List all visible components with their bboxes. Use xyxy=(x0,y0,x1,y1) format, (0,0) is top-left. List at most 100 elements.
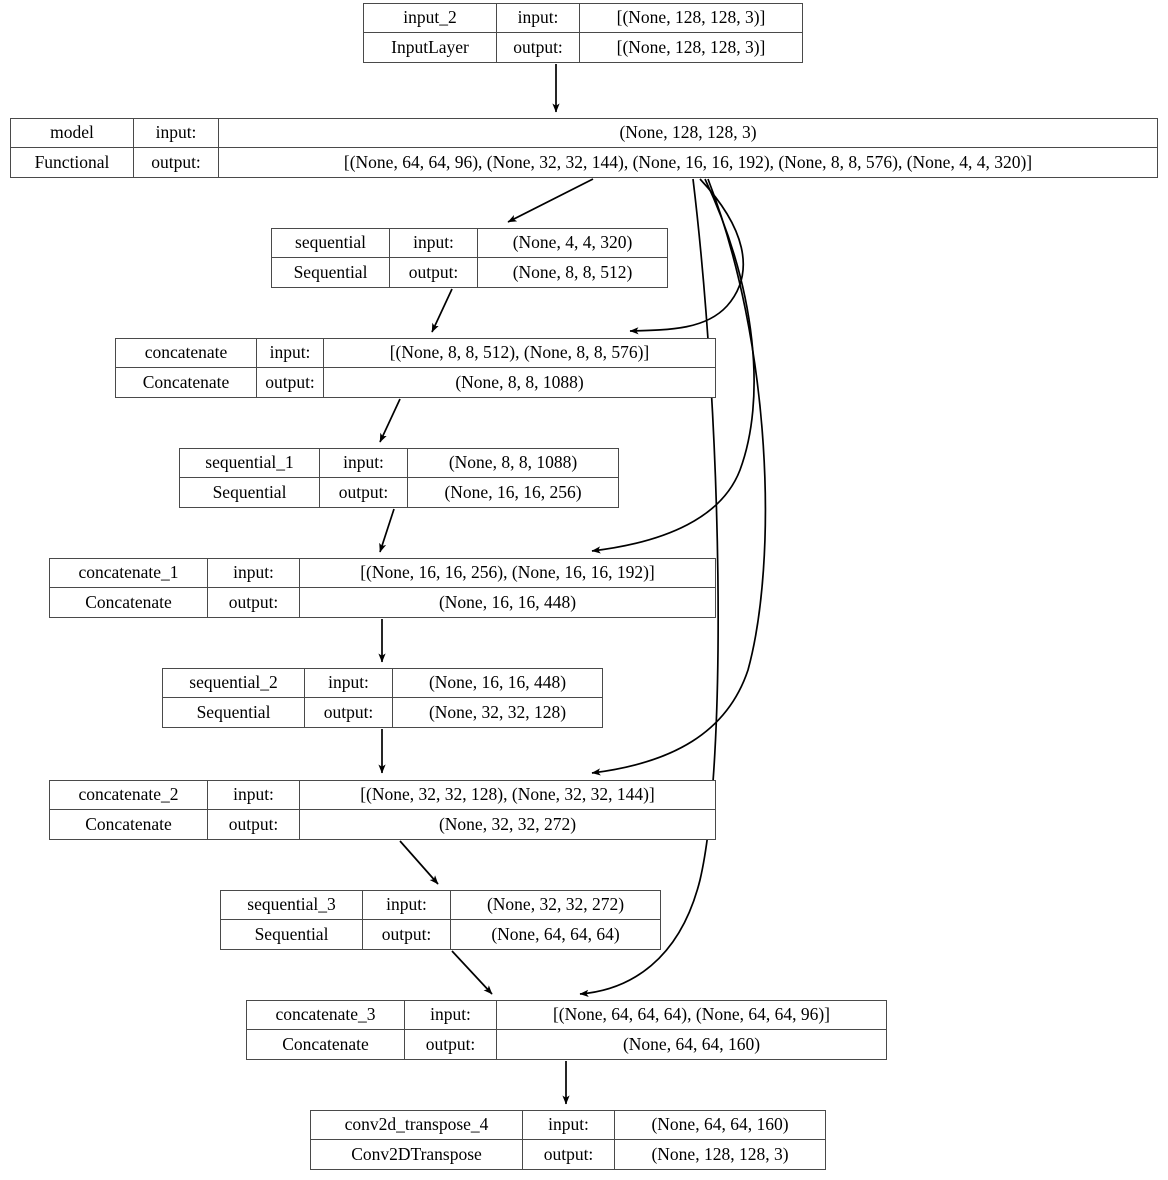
node-output-shape: (None, 16, 16, 256) xyxy=(444,481,582,502)
node-input-label: input: xyxy=(497,4,580,32)
edge-sequential3-to-concat3 xyxy=(451,950,493,995)
node-layer-type: Sequential xyxy=(272,258,390,287)
node-input-shape: (None, 4, 4, 320) xyxy=(512,232,633,253)
node-layer-type: Concatenate xyxy=(50,810,208,839)
node-layer-name: sequential_2 xyxy=(163,669,305,697)
node-row-output: Concatenate output: (None, 8, 8, 1088) xyxy=(116,368,715,397)
node-row-input: sequential_2 input: (None, 16, 16, 448) xyxy=(163,669,602,698)
node-layer-name: model xyxy=(11,119,134,147)
node-layer-name: sequential_1 xyxy=(180,449,320,477)
node-output-shape: (None, 64, 64, 160) xyxy=(622,1033,761,1054)
node-output-shape: [(None, 128, 128, 3)] xyxy=(616,36,766,57)
edge-sequential-to-concat xyxy=(431,288,453,333)
node-layer-type: Sequential xyxy=(221,920,363,949)
node-output-label: output: xyxy=(523,1140,615,1169)
node-input-shape: (None, 32, 32, 272) xyxy=(486,894,625,915)
node-output-label: output: xyxy=(390,258,478,287)
node-output-shape: (None, 32, 32, 128) xyxy=(428,701,567,722)
node-input-shape: [(None, 8, 8, 512), (None, 8, 8, 576)] xyxy=(389,342,650,363)
node-layer-name: sequential xyxy=(272,229,390,257)
node-output-shape: (None, 32, 32, 272) xyxy=(438,813,577,834)
node-row-output: InputLayer output: [(None, 128, 128, 3)] xyxy=(364,33,802,62)
node-input-shape: (None, 128, 128, 3) xyxy=(619,122,757,143)
node-row-output: Conv2DTranspose output: (None, 128, 128,… xyxy=(311,1140,825,1169)
node-output-shape: (None, 64, 64, 64) xyxy=(491,923,620,944)
node-conv2d_transpose_4[interactable]: conv2d_transpose_4 input: (None, 64, 64,… xyxy=(310,1110,826,1170)
node-row-output: Concatenate output: (None, 16, 16, 448) xyxy=(50,588,715,617)
node-output-label: output: xyxy=(405,1030,497,1059)
node-layer-name: concatenate_3 xyxy=(247,1001,405,1029)
node-row-output: Sequential output: (None, 8, 8, 512) xyxy=(272,258,667,287)
node-input-label: input: xyxy=(320,449,408,477)
node-input-label: input: xyxy=(208,559,300,587)
node-row-output: Functional output: [(None, 64, 64, 96), … xyxy=(11,148,1157,177)
node-layer-type: InputLayer xyxy=(364,33,497,62)
node-row-input: concatenate input: [(None, 8, 8, 512), (… xyxy=(116,339,715,368)
edge-model-to-sequential xyxy=(507,178,594,223)
node-layer-type: Conv2DTranspose xyxy=(311,1140,523,1169)
node-input-label: input: xyxy=(363,891,451,919)
node-input-shape: (None, 64, 64, 160) xyxy=(651,1114,789,1135)
node-output-label: output: xyxy=(208,810,300,839)
node-output-label: output: xyxy=(363,920,451,949)
node-row-output: Sequential output: (None, 16, 16, 256) xyxy=(180,478,618,507)
node-input-label: input: xyxy=(390,229,478,257)
node-row-input: model input: (None, 128, 128, 3) xyxy=(11,119,1157,148)
node-output-label: output: xyxy=(134,148,219,177)
node-output-label: output: xyxy=(257,368,324,397)
node-input-label: input: xyxy=(134,119,219,147)
node-input-label: input: xyxy=(405,1001,497,1029)
node-row-output: Sequential output: (None, 64, 64, 64) xyxy=(221,920,660,949)
node-row-input: sequential input: (None, 4, 4, 320) xyxy=(272,229,667,258)
node-row-input: sequential_3 input: (None, 32, 32, 272) xyxy=(221,891,660,920)
node-sequential_2[interactable]: sequential_2 input: (None, 16, 16, 448) … xyxy=(162,668,603,728)
node-row-input: concatenate_2 input: [(None, 32, 32, 128… xyxy=(50,781,715,810)
node-input-label: input: xyxy=(523,1111,615,1139)
node-input-label: input: xyxy=(257,339,324,367)
edge-concat-to-sequential1 xyxy=(379,398,401,443)
node-row-output: Sequential output: (None, 32, 32, 128) xyxy=(163,698,602,727)
node-concatenate_1[interactable]: concatenate_1 input: [(None, 16, 16, 256… xyxy=(49,558,716,618)
node-model[interactable]: model input: (None, 128, 128, 3) Functio… xyxy=(10,118,1158,178)
node-input-shape: [(None, 128, 128, 3)] xyxy=(616,7,766,28)
node-layer-name: concatenate xyxy=(116,339,257,367)
node-layer-type: Concatenate xyxy=(50,588,208,617)
node-layer-name: input_2 xyxy=(364,4,497,32)
node-output-label: output: xyxy=(497,33,580,62)
node-sequential_1[interactable]: sequential_1 input: (None, 8, 8, 1088) S… xyxy=(179,448,619,508)
node-layer-type: Functional xyxy=(11,148,134,177)
node-row-input: conv2d_transpose_4 input: (None, 64, 64,… xyxy=(311,1111,825,1140)
node-output-label: output: xyxy=(305,698,393,727)
node-concatenate_3[interactable]: concatenate_3 input: [(None, 64, 64, 64)… xyxy=(246,1000,887,1060)
node-layer-type: Concatenate xyxy=(116,368,257,397)
node-layer-name: conv2d_transpose_4 xyxy=(311,1111,523,1139)
node-output-shape: (None, 128, 128, 3) xyxy=(651,1143,789,1164)
node-output-shape: (None, 8, 8, 1088) xyxy=(455,371,584,392)
node-output-shape: (None, 16, 16, 448) xyxy=(438,591,577,612)
node-input-shape: [(None, 64, 64, 64), (None, 64, 64, 96)] xyxy=(552,1004,831,1025)
node-sequential_3[interactable]: sequential_3 input: (None, 32, 32, 272) … xyxy=(220,890,661,950)
node-sequential[interactable]: sequential input: (None, 4, 4, 320) Sequ… xyxy=(271,228,668,288)
node-concatenate[interactable]: concatenate input: [(None, 8, 8, 512), (… xyxy=(115,338,716,398)
node-layer-name: sequential_3 xyxy=(221,891,363,919)
node-input-label: input: xyxy=(208,781,300,809)
node-output-shape: (None, 8, 8, 512) xyxy=(512,261,633,282)
node-row-output: Concatenate output: (None, 32, 32, 272) xyxy=(50,810,715,839)
node-row-input: input_2 input: [(None, 128, 128, 3)] xyxy=(364,4,802,33)
node-output-label: output: xyxy=(208,588,300,617)
node-concatenate_2[interactable]: concatenate_2 input: [(None, 32, 32, 128… xyxy=(49,780,716,840)
node-layer-type: Sequential xyxy=(163,698,305,727)
node-input_2[interactable]: input_2 input: [(None, 128, 128, 3)] Inp… xyxy=(363,3,803,63)
node-row-input: concatenate_3 input: [(None, 64, 64, 64)… xyxy=(247,1001,886,1030)
node-layer-name: concatenate_1 xyxy=(50,559,208,587)
node-input-shape: (None, 16, 16, 448) xyxy=(428,672,567,693)
node-output-label: output: xyxy=(320,478,408,507)
node-layer-type: Concatenate xyxy=(247,1030,405,1059)
node-layer-name: concatenate_2 xyxy=(50,781,208,809)
edge-sequential1-to-concat1 xyxy=(379,508,395,553)
edge-concat2-to-sequential3 xyxy=(399,840,439,885)
node-row-input: sequential_1 input: (None, 8, 8, 1088) xyxy=(180,449,618,478)
node-row-output: Concatenate output: (None, 64, 64, 160) xyxy=(247,1030,886,1059)
node-input-shape: (None, 8, 8, 1088) xyxy=(448,452,578,473)
